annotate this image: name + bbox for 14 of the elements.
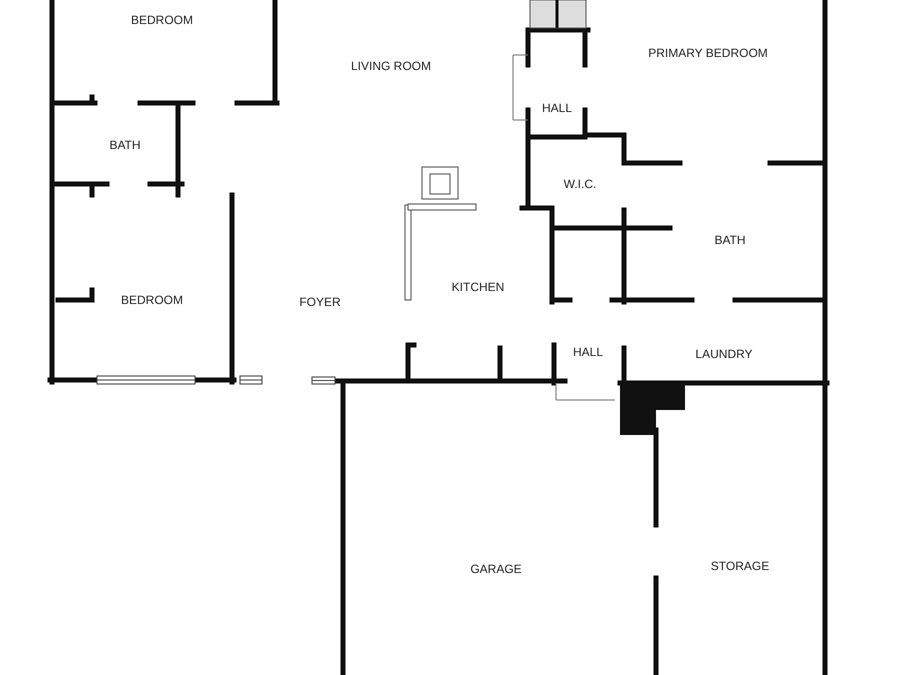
room-label: BEDROOM xyxy=(121,293,183,307)
room-label: BATH xyxy=(714,233,746,247)
room-label: PRIMARY BEDROOM xyxy=(648,46,768,60)
room-label: FOYER xyxy=(299,295,341,309)
room-label: W.I.C. xyxy=(564,177,596,191)
room-label: GARAGE xyxy=(470,562,522,576)
room-label: BATH xyxy=(109,138,141,152)
room-label: BEDROOM xyxy=(131,13,193,27)
room-label: KITCHEN xyxy=(452,280,504,294)
room-label: HALL xyxy=(542,101,572,115)
room-label: LAUNDRY xyxy=(695,347,753,361)
room-label: HALL xyxy=(572,345,604,359)
room-label: STORAGE xyxy=(710,559,770,573)
room-label: LIVING ROOM xyxy=(351,59,431,73)
